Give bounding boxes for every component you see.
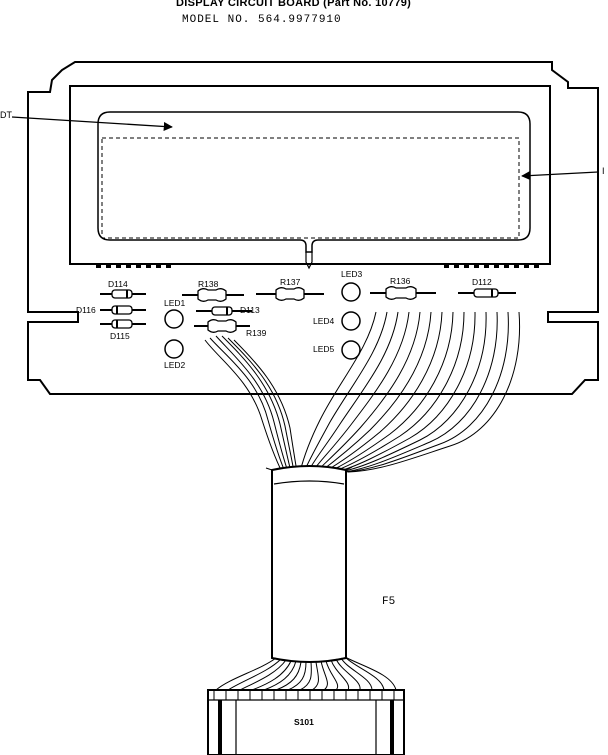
resistor-r137 <box>256 287 324 301</box>
label-led2: LED2 <box>164 360 186 370</box>
wire-fanout <box>215 656 397 691</box>
resistor-r139 <box>194 319 250 333</box>
diode-d112 <box>458 288 516 298</box>
figure-label: F5 <box>382 596 395 608</box>
callout-label-right: I <box>602 166 605 176</box>
callout-arrow-right <box>521 171 599 181</box>
label-led4: LED4 <box>313 316 335 326</box>
display-panel <box>97 111 531 253</box>
label-r139: R139 <box>246 328 267 338</box>
diode-d113 <box>196 306 252 316</box>
display-pins-right <box>444 264 539 268</box>
label-d113: D113 <box>240 305 260 315</box>
callout-label-left: DT <box>0 110 12 120</box>
resistor-r136 <box>370 286 436 300</box>
label-led1: LED1 <box>164 298 186 308</box>
display-pins-left <box>96 264 171 268</box>
resistor-r138 <box>182 288 244 302</box>
diode-d114 <box>100 289 146 299</box>
callout-arrow-left <box>11 116 173 132</box>
led4 <box>341 311 361 331</box>
label-d114: D114 <box>108 279 128 289</box>
board-outline <box>27 61 599 395</box>
wire-sleeve <box>265 465 353 663</box>
label-d115: D115 <box>110 331 130 341</box>
connector-s101 <box>207 689 405 755</box>
wire-bundle-left <box>204 335 298 473</box>
model-number: MODEL NO. 564.9977910 <box>182 14 342 26</box>
label-r137: R137 <box>280 277 301 287</box>
diagram-title: DISPLAY CIRCUIT BOARD (Part No. 10779) <box>176 0 412 9</box>
label-r136: R136 <box>390 276 411 286</box>
label-d116: D116 <box>76 305 96 315</box>
led3 <box>341 282 361 302</box>
label-led3: LED3 <box>341 269 363 279</box>
label-r138: R138 <box>198 279 219 289</box>
diode-d116 <box>100 305 146 315</box>
led2 <box>164 339 184 359</box>
led5 <box>341 340 361 360</box>
display-tip <box>305 252 313 270</box>
display-active-area <box>101 137 520 239</box>
wire-bundle-right <box>299 311 521 473</box>
led1 <box>164 309 184 329</box>
diode-d115 <box>100 319 146 329</box>
label-d112: D112 <box>472 277 492 287</box>
label-led5: LED5 <box>313 344 335 354</box>
label-s101: S101 <box>294 717 314 727</box>
